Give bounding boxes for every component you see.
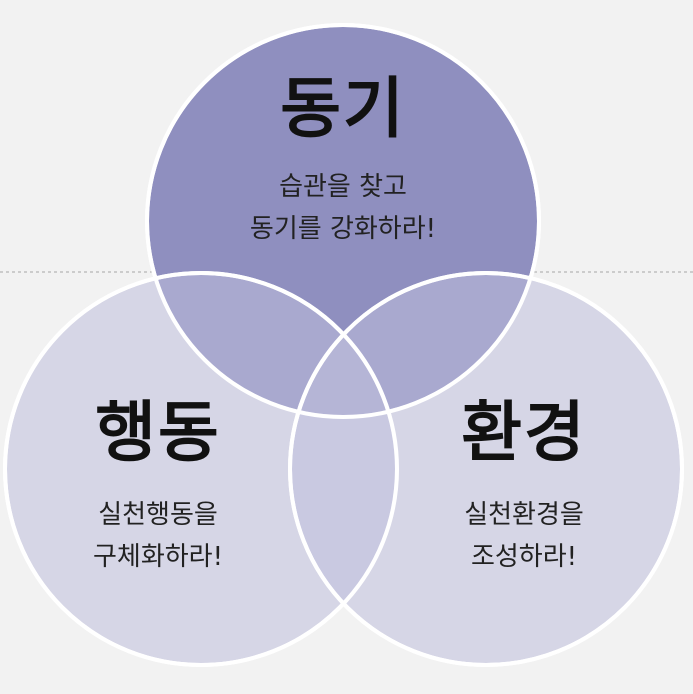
environment-desc-line-2: 조성하라! bbox=[470, 542, 578, 572]
environment-title: 환경 bbox=[461, 394, 587, 471]
action-description: 실천행동을 구체화하라! bbox=[33, 494, 283, 578]
motivation-desc-line-1: 습관을 찾고 bbox=[279, 172, 407, 202]
action-desc-line-1: 실천행동을 bbox=[98, 500, 218, 530]
motivation-description: 습관을 찾고 동기를 강화하라! bbox=[193, 166, 493, 250]
environment-description: 실천환경을 조성하라! bbox=[399, 494, 649, 578]
action-title: 행동 bbox=[95, 394, 221, 471]
motivation-title: 동기 bbox=[280, 70, 406, 147]
circle-action-outline bbox=[3, 271, 399, 667]
environment-desc-line-1: 실천환경을 bbox=[464, 500, 584, 530]
action-desc-line-2: 구체화하라! bbox=[92, 542, 224, 572]
motivation-desc-line-2: 동기를 강화하라! bbox=[249, 214, 437, 244]
circle-environment-outline bbox=[288, 271, 684, 667]
circle-motivation-outline bbox=[145, 23, 541, 419]
